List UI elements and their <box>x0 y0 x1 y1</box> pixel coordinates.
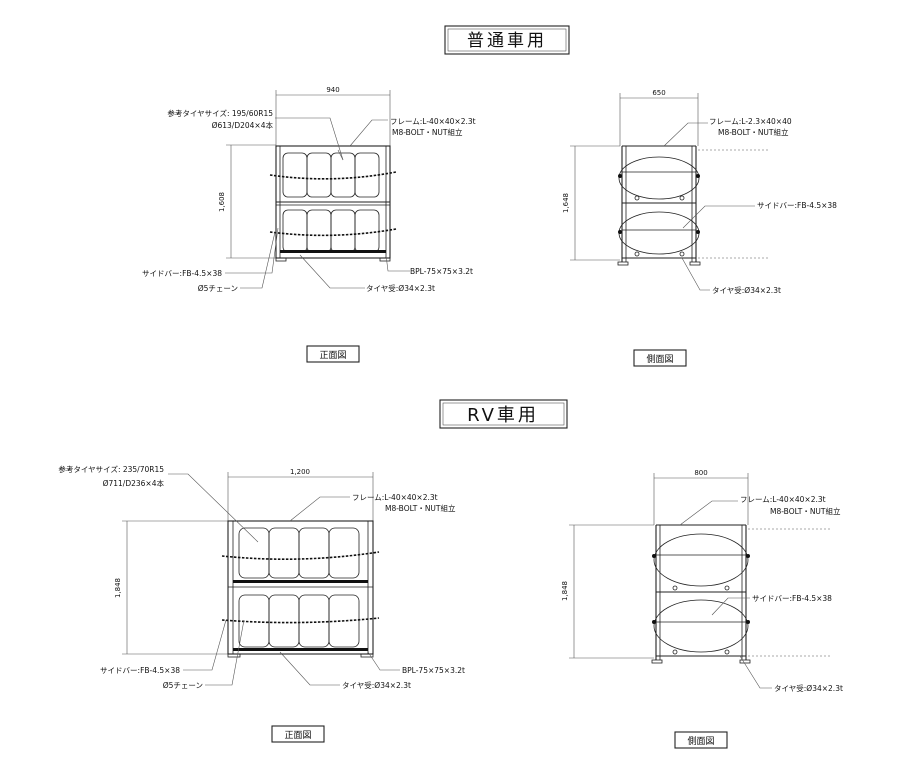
side-view-label-standard: 側面図 <box>646 353 673 365</box>
side-width-dim-rv: 800 <box>694 469 707 477</box>
chain-front-standard: Ø5チェーン <box>198 284 238 293</box>
frame-front-standard-line1: フレーム:L-40×40×2.3t <box>390 117 476 126</box>
tire-holder-side-standard: タイヤ受:Ø34×2.3t <box>712 285 781 295</box>
frame-side-rv-line2: M8-BOLT・NUT組立 <box>770 506 841 516</box>
tire-holder-front-standard: タイヤ受:Ø34×2.3t <box>366 283 435 293</box>
section-rv: RV車用 1,200 1,848 <box>58 399 843 749</box>
frame-front-rv-line2: M8-BOLT・NUT組立 <box>385 503 456 513</box>
side-height-dim-standard: 1,648 <box>562 193 570 213</box>
tire-size-rv-line2: Ø711/D236×4本 <box>103 478 165 488</box>
tire-holder-side-rv: タイヤ受:Ø34×2.3t <box>774 683 843 693</box>
front-view-label-rv: 正面図 <box>284 730 311 741</box>
title-rv-text: RV車用 <box>467 405 539 426</box>
frame-side-standard-line1: フレーム:L-2.3×40×40 <box>709 117 792 126</box>
title-standard: 普通車用 <box>444 25 570 55</box>
side-view-standard: 650 1,648 <box>562 89 837 367</box>
frame-side-rv-line1: フレーム:L-40×40×2.3t <box>740 495 826 504</box>
front-view-label-standard: 正面図 <box>319 350 346 361</box>
base-plate-front-rv: BPL-75×75×3.2t <box>402 666 465 675</box>
front-view-rv: 1,200 1,848 <box>58 464 465 743</box>
title-standard-text: 普通車用 <box>467 31 547 51</box>
front-view-standard: 940 1,608 <box>142 86 476 363</box>
side-bar-front-rv: サイドバー:FB-4.5×38 <box>100 666 180 675</box>
tire-size-standard-line1: 参考タイヤサイズ: 195/60R15 <box>167 108 273 118</box>
side-bar-front-standard: サイドバー:FB-4.5×38 <box>142 269 222 278</box>
title-rv: RV車用 <box>439 399 568 429</box>
side-height-dim-rv: 1,848 <box>561 581 569 601</box>
section-standard: 普通車用 940 1,608 <box>142 25 837 367</box>
chain-front-rv: Ø5チェーン <box>163 681 203 690</box>
side-bar-side-standard: サイドバー:FB-4.5×38 <box>757 201 837 210</box>
front-height-dim-standard: 1,608 <box>218 192 226 212</box>
side-width-dim-standard: 650 <box>652 89 665 97</box>
frame-front-rv-line1: フレーム:L-40×40×2.3t <box>352 493 438 502</box>
front-height-dim-rv: 1,848 <box>114 578 122 598</box>
side-view-rv: 800 1,848 <box>561 469 843 749</box>
front-width-dim-rv: 1,200 <box>290 468 310 476</box>
frame-side-standard-line2: M8-BOLT・NUT組立 <box>718 127 789 137</box>
front-width-dim-standard: 940 <box>326 86 339 94</box>
base-plate-front-standard: BPL-75×75×3.2t <box>410 267 473 276</box>
side-bar-side-rv: サイドバー:FB-4.5×38 <box>752 594 832 603</box>
tire-size-rv-line1: 参考タイヤサイズ: 235/70R15 <box>58 464 164 474</box>
tire-holder-front-rv: タイヤ受:Ø34×2.3t <box>342 680 411 690</box>
frame-front-standard-line2: M8-BOLT・NUT組立 <box>392 127 463 137</box>
side-view-label-rv: 側面図 <box>687 735 714 747</box>
tire-size-standard-line2: Ø613/D204×4本 <box>212 120 274 130</box>
